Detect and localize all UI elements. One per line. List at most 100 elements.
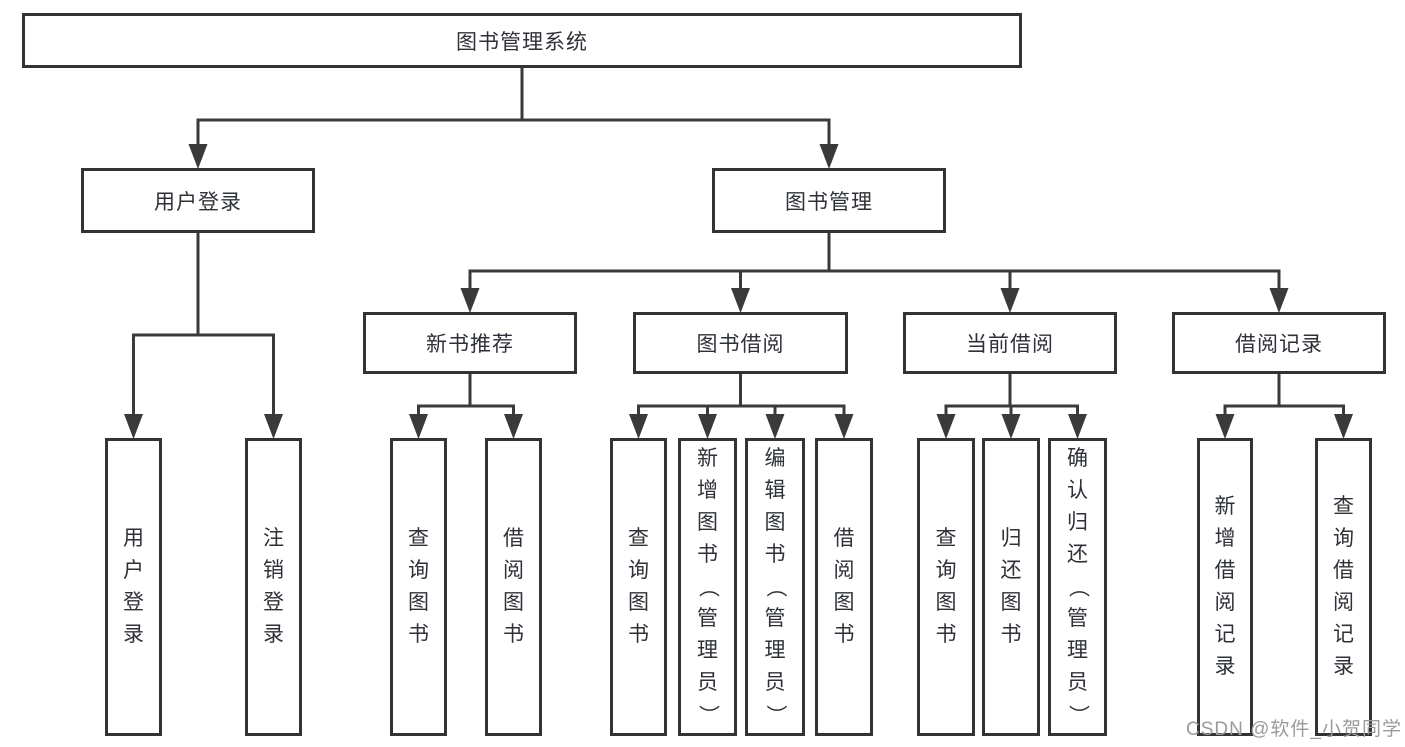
node-bb-query: 查询图书: [610, 438, 667, 736]
node-label-char: 员: [764, 671, 786, 694]
node-borrow-record: 借阅记录: [1172, 312, 1386, 374]
node-label: 图书管理: [785, 190, 873, 214]
node-label-char: 书: [764, 543, 786, 566]
node-label-char: 图: [764, 511, 786, 534]
node-label-char: 理: [697, 639, 718, 662]
node-label-char: ）: [696, 704, 720, 726]
node-label-char: 录: [123, 623, 144, 646]
node-label: 查询图书: [393, 523, 444, 651]
arrowhead: [1001, 414, 1021, 439]
node-label-char: 借: [503, 527, 524, 550]
arrowhead: [936, 414, 956, 439]
node-bb-add: 新增图书（管理员）: [678, 438, 737, 736]
node-label-char: 员: [1067, 671, 1088, 694]
node-label-char: 新: [697, 447, 718, 470]
node-label: 查询图书: [920, 523, 972, 651]
node-label-char: 借: [833, 527, 855, 550]
node-label-char: 还: [1000, 559, 1022, 582]
arrowhead: [731, 288, 750, 313]
node-label-char: 图: [697, 511, 718, 534]
node-label-char: 认: [1067, 479, 1088, 502]
node-label-char: 注: [263, 527, 284, 550]
node-label-char: 查: [628, 527, 649, 550]
node-label-char: 借: [1333, 559, 1354, 582]
node-label-char: 阅: [833, 559, 855, 582]
node-bb-borrow: 借阅图书: [815, 438, 873, 736]
node-label-char: 图: [833, 591, 855, 614]
node-label-char: 户: [123, 559, 144, 582]
node-ul-logout: 注销登录: [245, 438, 302, 736]
node-label-char: 图: [1000, 591, 1022, 614]
node-label-char: （: [696, 576, 720, 598]
node-label-char: （: [1066, 576, 1090, 598]
node-label-char: 图: [935, 591, 957, 614]
node-label: 归还图书: [985, 523, 1037, 651]
node-new-book: 新书推荐: [363, 312, 577, 374]
node-label: 借阅图书: [818, 523, 870, 651]
node-label: 注销登录: [248, 523, 299, 651]
node-label-char: 书: [1000, 623, 1022, 646]
arrowhead: [188, 144, 208, 169]
node-label-char: 登: [263, 591, 284, 614]
node-label-char: 理: [764, 639, 786, 662]
arrowhead: [698, 414, 717, 439]
node-label-char: （: [764, 576, 787, 598]
node-label-char: 管: [764, 607, 786, 630]
node-label-char: 图: [503, 591, 524, 614]
arrowhead: [264, 414, 283, 439]
node-label-char: 借: [1214, 559, 1236, 582]
node-label: 借阅记录: [1235, 333, 1323, 356]
node-bb-edit: 编辑图书（管理员）: [745, 438, 805, 736]
node-label: 确认归还（管理员）: [1051, 443, 1104, 731]
node-br-add: 新增借阅记录: [1197, 438, 1253, 736]
arrowhead: [1068, 414, 1087, 439]
arrowhead: [1334, 414, 1353, 439]
node-label-char: 查: [408, 527, 429, 550]
node-label-char: 新: [1214, 495, 1236, 518]
arrowhead: [460, 288, 480, 313]
node-label: 图书管理系统: [456, 30, 588, 54]
node-label-char: ）: [764, 704, 787, 726]
node-nb-query: 查询图书: [390, 438, 447, 736]
node-label: 当前借阅: [966, 333, 1054, 356]
node-label-char: 销: [263, 559, 284, 582]
arrowhead: [629, 414, 648, 439]
arrowhead: [1215, 414, 1235, 439]
node-label-char: 记: [1333, 623, 1354, 646]
node-label-char: 书: [935, 623, 957, 646]
node-label-char: 图: [628, 591, 649, 614]
node-label-char: 查: [1333, 495, 1354, 518]
node-label: 新增借阅记录: [1200, 491, 1250, 683]
node-current-borrow: 当前借阅: [903, 312, 1117, 374]
arrowhead: [409, 414, 428, 439]
node-root: 图书管理系统: [22, 13, 1022, 68]
node-label-char: 书: [697, 543, 718, 566]
node-label-char: 录: [1333, 655, 1354, 678]
node-label-char: 查: [935, 527, 957, 550]
node-label-char: 图: [408, 591, 429, 614]
arrowhead: [1269, 288, 1289, 313]
arrowhead: [834, 414, 854, 439]
arrowhead: [504, 414, 523, 439]
node-nb-borrow: 借阅图书: [485, 438, 542, 736]
node-label-char: 书: [628, 623, 649, 646]
node-label-char: 书: [833, 623, 855, 646]
node-label-char: 阅: [1333, 591, 1354, 614]
node-label-char: 录: [263, 623, 284, 646]
node-label: 借阅图书: [488, 523, 539, 651]
node-label: 新书推荐: [426, 333, 514, 356]
node-label-char: ）: [1066, 704, 1090, 726]
node-ul-login: 用户登录: [105, 438, 162, 736]
node-label: 用户登录: [154, 190, 242, 214]
node-cb-query: 查询图书: [917, 438, 975, 736]
node-cb-return: 归还图书: [982, 438, 1040, 736]
node-label-char: 确: [1067, 447, 1088, 470]
node-book-borrow: 图书借阅: [633, 312, 848, 374]
node-label-char: 理: [1067, 639, 1088, 662]
watermark: CSDN @软件_小贺同学: [1186, 719, 1402, 740]
node-label-char: 管: [1067, 607, 1088, 630]
node-label-char: 阅: [1214, 591, 1236, 614]
node-br-query: 查询借阅记录: [1315, 438, 1372, 736]
